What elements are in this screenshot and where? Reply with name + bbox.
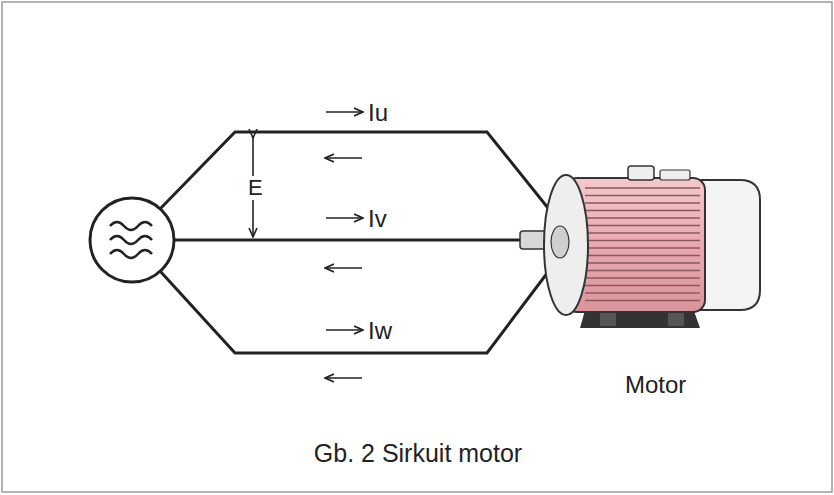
terminal-box xyxy=(628,166,654,180)
cooling-fin xyxy=(585,217,700,218)
cooling-fin xyxy=(585,232,700,233)
ac-source xyxy=(90,198,174,282)
wires xyxy=(160,132,548,353)
cooling-fin xyxy=(585,277,700,278)
cooling-fin xyxy=(585,292,700,293)
cooling-fin xyxy=(585,195,700,196)
cooling-fin xyxy=(585,300,700,301)
end-cover xyxy=(700,180,760,310)
motor-illustration xyxy=(520,166,760,328)
cooling-fin xyxy=(585,262,700,263)
figure-caption: Gb. 2 Sirkuit motor xyxy=(314,440,522,468)
cooling-fin xyxy=(585,247,700,248)
current-arrows xyxy=(326,112,362,378)
current-label: Iv xyxy=(368,206,387,232)
component-label: Motor xyxy=(625,372,686,398)
cooling-fin xyxy=(585,255,700,256)
cooling-fin xyxy=(585,202,700,203)
ac-symbol xyxy=(110,222,152,258)
current-label: Iu xyxy=(368,100,388,126)
cooling-fin xyxy=(585,187,700,188)
cooling-fin xyxy=(585,225,700,226)
current-label: Iw xyxy=(368,318,392,344)
cooling-fin xyxy=(585,210,700,211)
cooling-fin xyxy=(585,285,700,286)
front-face xyxy=(544,175,588,315)
cooling-fin xyxy=(585,270,700,271)
voltage-label: E xyxy=(246,176,265,200)
cooling-fin xyxy=(585,240,700,241)
